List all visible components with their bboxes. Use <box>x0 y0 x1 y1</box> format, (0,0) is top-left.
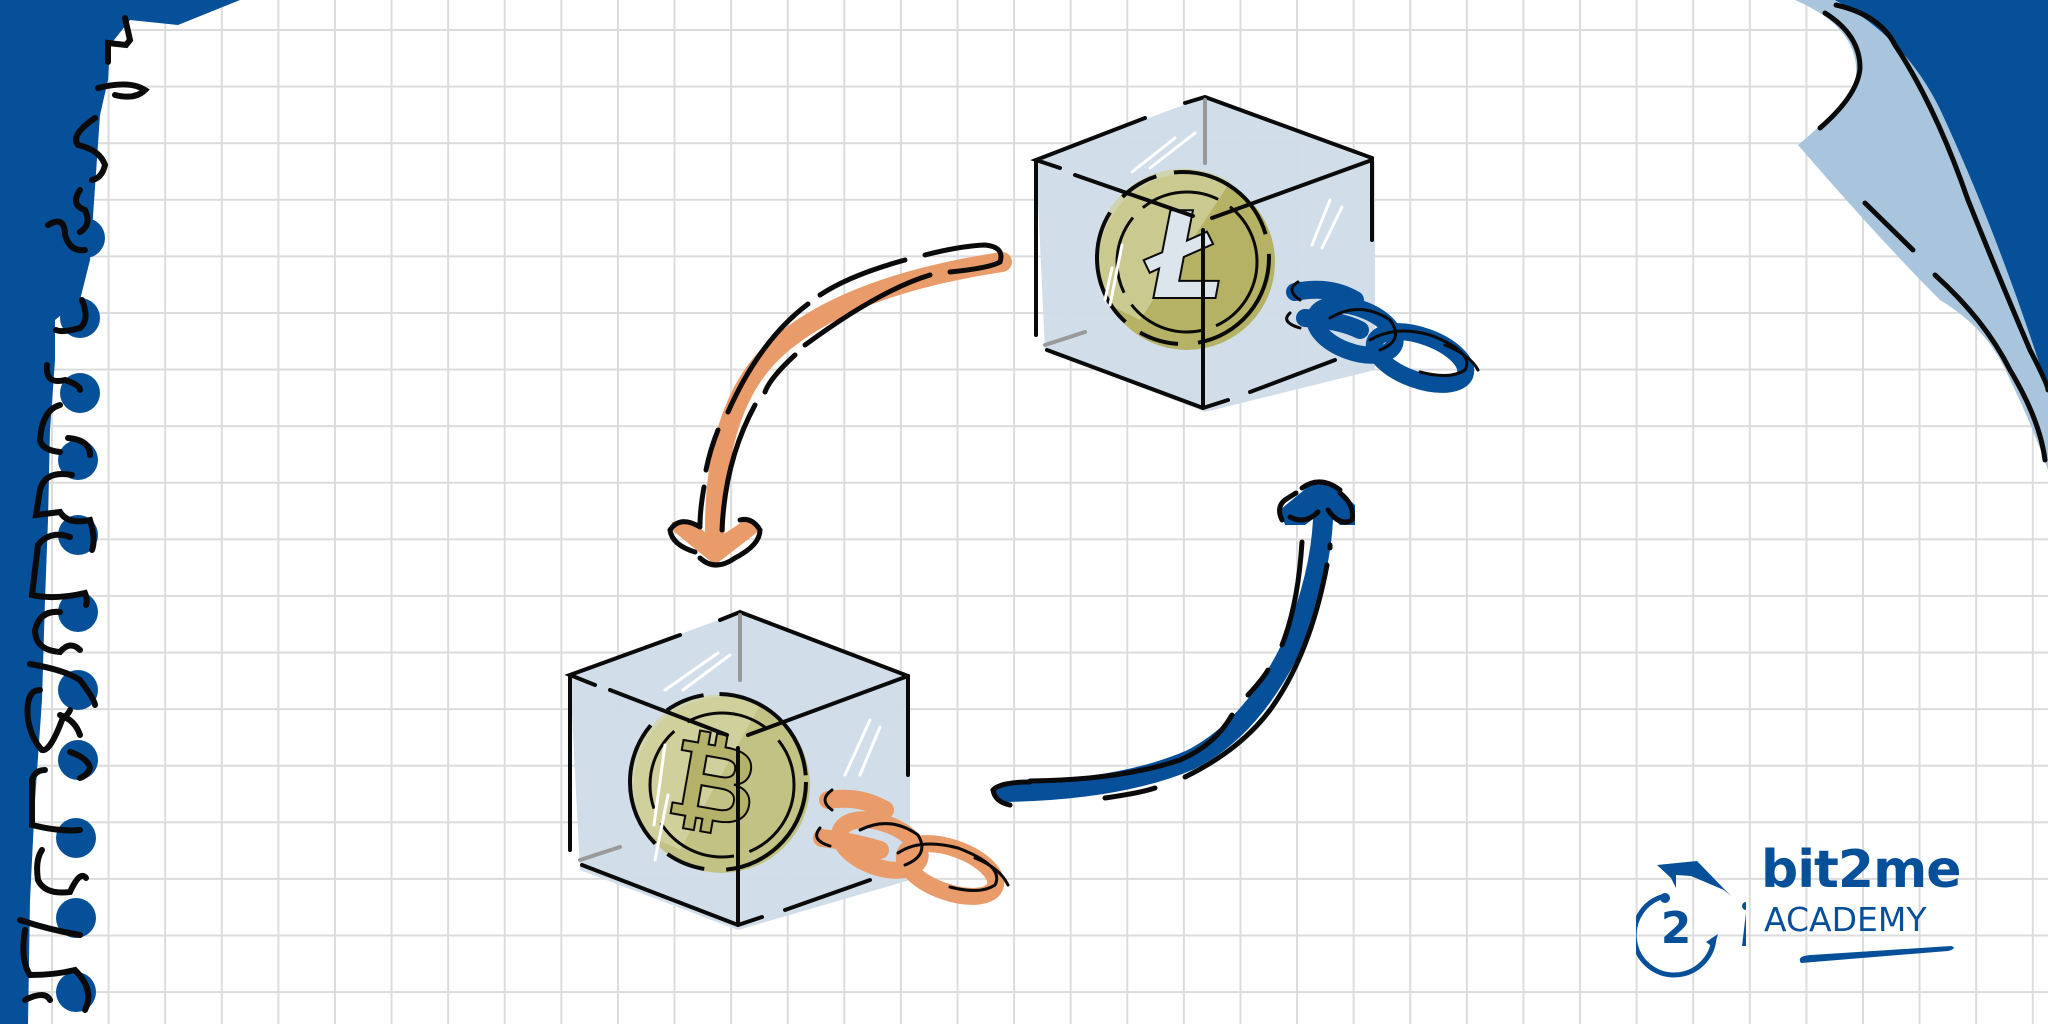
bitcoin-cube-back-edges <box>578 613 742 862</box>
litecoin-coin: Ł <box>1095 168 1275 350</box>
orange-arrow-head <box>672 520 760 565</box>
logo-badge-digit: 2 <box>1661 903 1692 954</box>
bitcoin-orange-chain <box>813 788 1010 905</box>
spiral-binding-ink <box>17 15 150 1013</box>
graduation-cap-icon: 2 <box>1636 861 1746 978</box>
bitcoin-cube-edges <box>564 609 910 928</box>
logo-brand-text: bit2me <box>1761 840 1962 900</box>
litecoin-blue-chain <box>1285 280 1480 393</box>
litecoin-cube-edges <box>1030 94 1374 411</box>
blue-arrow-shaft <box>995 510 1333 802</box>
bit2me-academy-logo: 2 bit2me ACADEMY <box>1636 838 1976 978</box>
bitcoin-glass-shine <box>652 651 882 862</box>
page-curl-ink <box>1817 2 2048 463</box>
page-curl-back <box>1795 0 2048 470</box>
blue-arrow-ink <box>990 479 1355 808</box>
blue-arrow-head <box>1280 483 1355 525</box>
litecoin-glass-shine <box>1103 131 1344 307</box>
page-curl-front <box>1835 0 2048 390</box>
litecoin-cube-back-edges <box>1043 98 1207 347</box>
logo-academy-text: ACADEMY <box>1764 900 1927 939</box>
orange-arrow-ink <box>667 242 1004 568</box>
